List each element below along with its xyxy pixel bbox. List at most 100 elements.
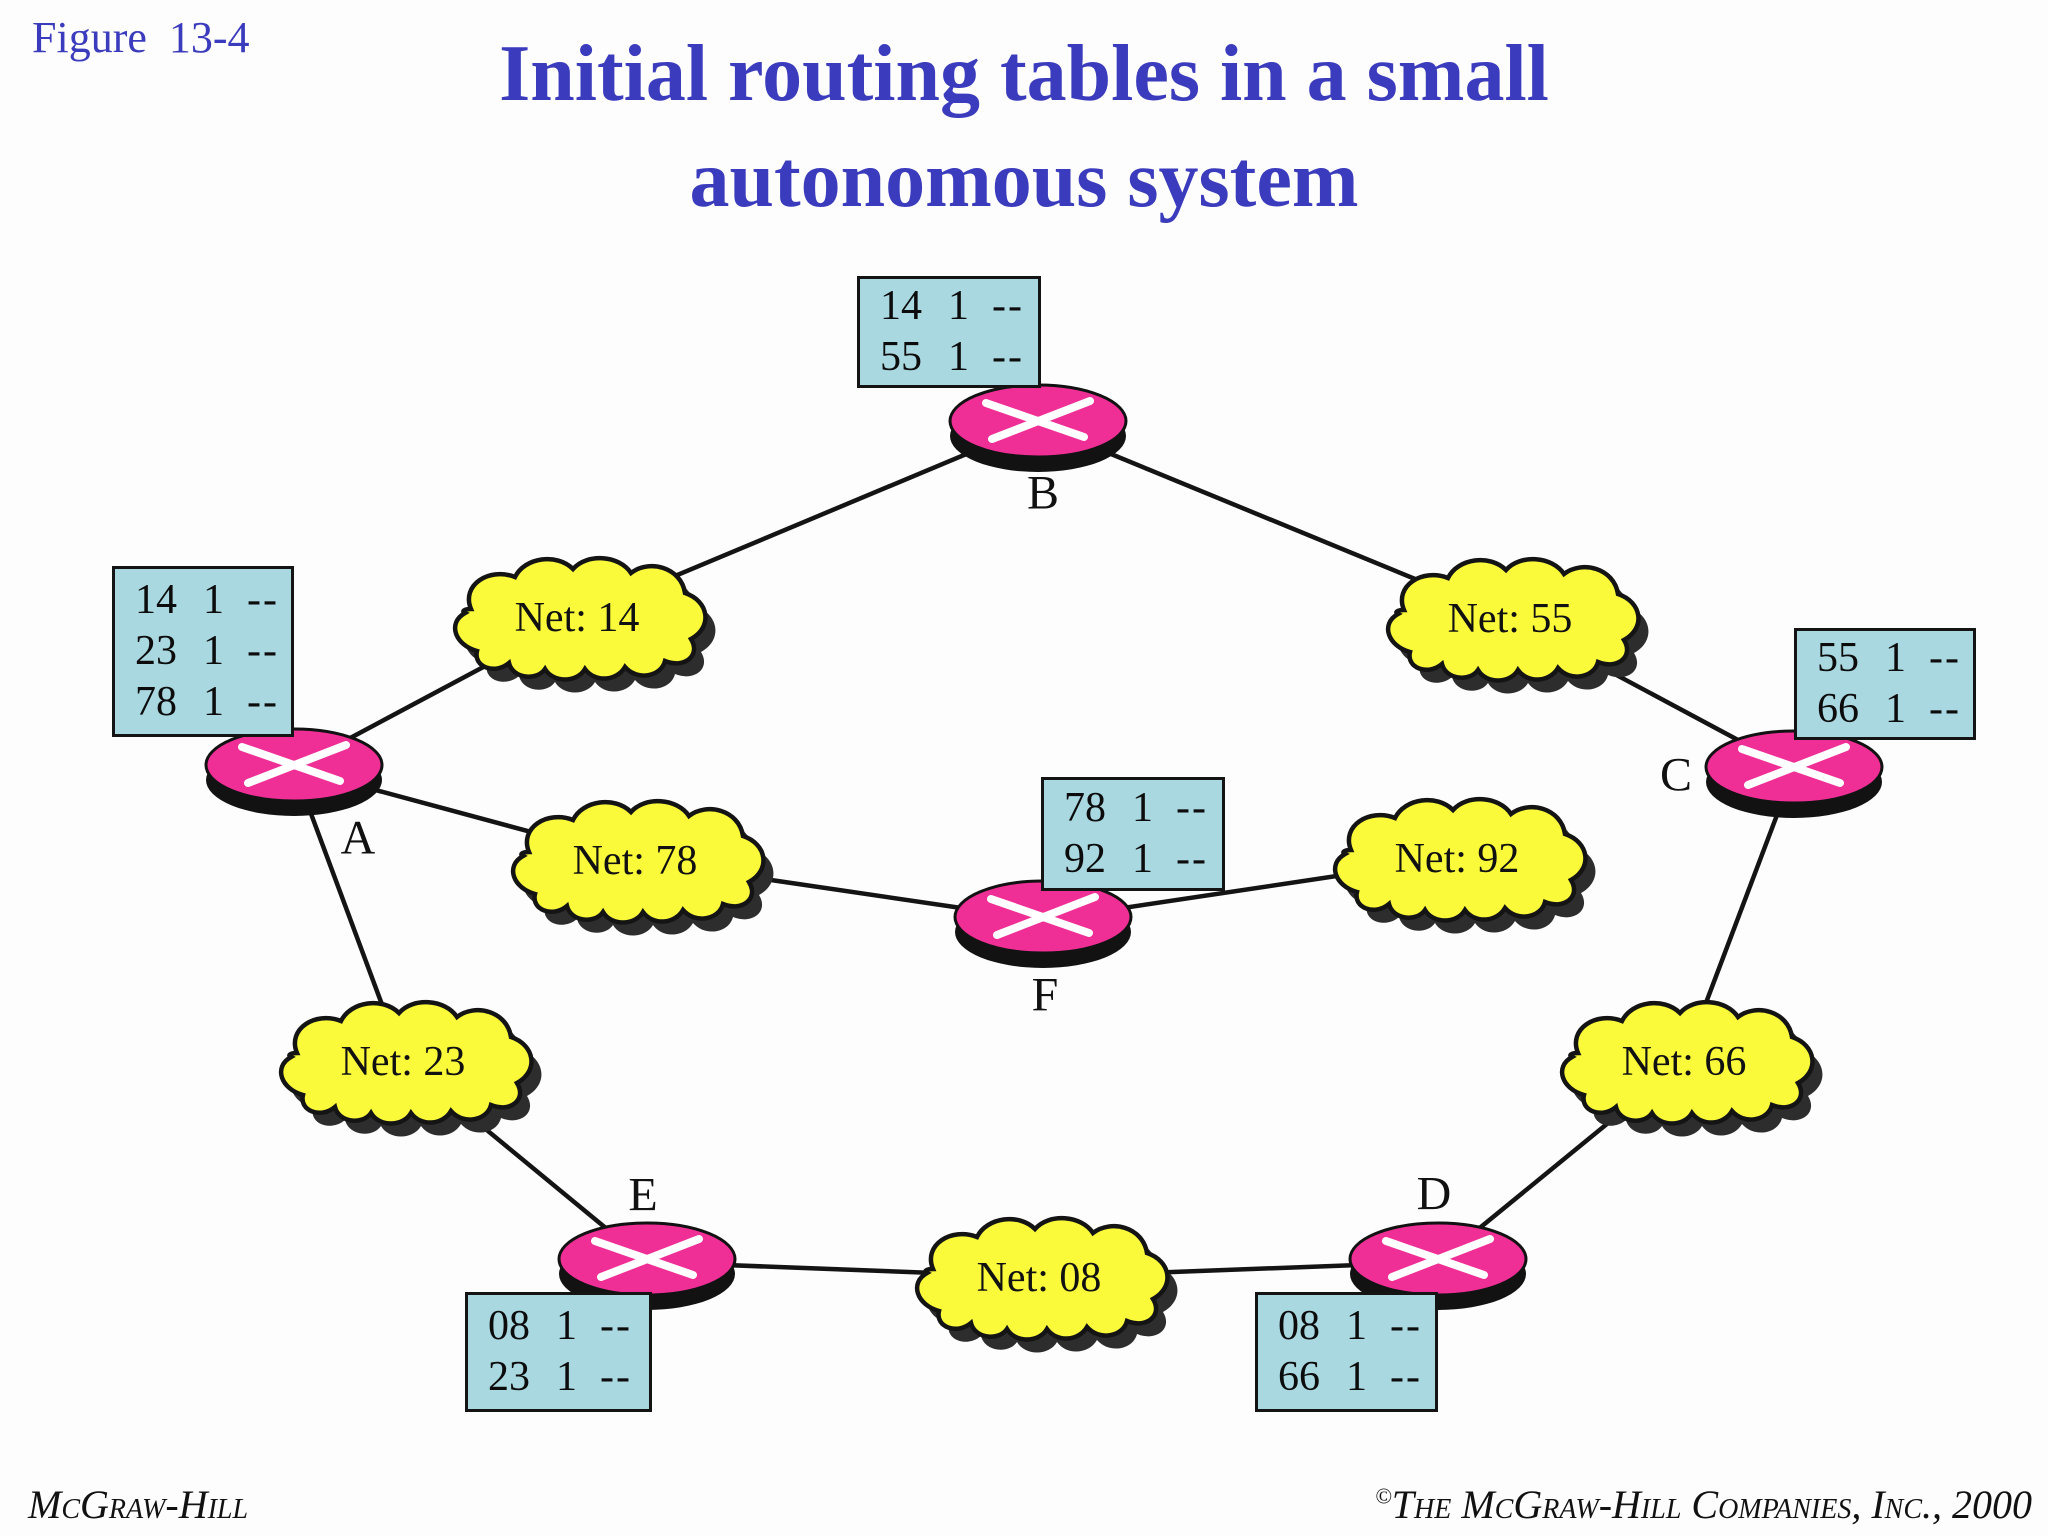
routing-table-row: 92 1 -- xyxy=(1064,834,1222,885)
hop-count: 1 xyxy=(1132,836,1153,882)
network-label-net23: Net: 23 xyxy=(341,1039,466,1085)
destination-network: 23 xyxy=(135,628,177,674)
routing-table-row: 55 1 -- xyxy=(1817,633,1973,684)
destination-network: 78 xyxy=(1064,785,1106,831)
hop-count: 1 xyxy=(1885,686,1906,732)
copyright-symbol: © xyxy=(1375,1483,1392,1509)
routing-table-row: 23 1 -- xyxy=(135,626,291,677)
destination-network: 66 xyxy=(1278,1354,1320,1400)
network-label-net55: Net: 55 xyxy=(1448,596,1573,642)
network-cloud-net92: Net: 92 xyxy=(1332,796,1596,934)
routing-table-A: 14 1 -- 23 1 -- 78 1 -- xyxy=(112,566,294,737)
routing-table-row: 78 1 -- xyxy=(1064,783,1222,834)
cloud-shape xyxy=(1332,796,1588,923)
network-cloud-net55: Net: 55 xyxy=(1385,556,1649,694)
destination-network: 55 xyxy=(1817,635,1859,681)
destination-network: 55 xyxy=(880,334,922,380)
routing-table-row: 66 1 -- xyxy=(1278,1352,1435,1403)
hop-count: 1 xyxy=(1346,1303,1367,1349)
hop-count: 1 xyxy=(1885,635,1906,681)
cloud-shape xyxy=(452,555,708,682)
router-x-icon xyxy=(993,893,1099,939)
hop-count: 1 xyxy=(1346,1354,1367,1400)
next-router: -- xyxy=(600,1303,632,1349)
router-A xyxy=(204,727,384,816)
next-router: -- xyxy=(992,334,1024,380)
router-label-F: F xyxy=(1031,968,1059,1022)
next-router: -- xyxy=(1929,635,1961,681)
destination-network: 23 xyxy=(488,1354,530,1400)
router-x-icon xyxy=(244,741,350,787)
next-router: -- xyxy=(247,628,279,674)
next-router: -- xyxy=(1390,1354,1422,1400)
next-router: -- xyxy=(1929,686,1961,732)
router-x-icon xyxy=(597,1235,703,1281)
router-x-icon xyxy=(1744,743,1850,789)
next-router: -- xyxy=(247,577,279,623)
router-label-D: D xyxy=(1416,1167,1452,1221)
hop-count: 1 xyxy=(556,1303,577,1349)
copyright-notice: ©The McGraw-Hill Companies, Inc., 2000 xyxy=(1375,1481,2032,1528)
network-label-net08: Net: 08 xyxy=(977,1255,1102,1301)
cloud-shape xyxy=(278,999,534,1126)
router-x-icon xyxy=(1388,1235,1494,1281)
router-F xyxy=(953,879,1133,968)
title-line-2: autonomous system xyxy=(689,135,1359,224)
router-x-icon xyxy=(988,397,1094,443)
destination-network: 92 xyxy=(1064,836,1106,882)
router-B xyxy=(948,383,1128,472)
network-cloud-net14: Net: 14 xyxy=(452,555,716,693)
cloud-shape xyxy=(914,1215,1170,1342)
router-label-B: B xyxy=(1026,466,1060,520)
destination-network: 08 xyxy=(488,1303,530,1349)
next-router: -- xyxy=(1176,836,1208,882)
destination-network: 14 xyxy=(135,577,177,623)
routing-table-row: 78 1 -- xyxy=(135,677,291,728)
routing-table-F: 78 1 -- 92 1 -- xyxy=(1041,777,1225,891)
network-label-net66: Net: 66 xyxy=(1622,1039,1747,1085)
cloud-shape xyxy=(1385,556,1641,683)
hop-count: 1 xyxy=(203,628,224,674)
copyright-text: The McGraw-Hill Companies, Inc., 2000 xyxy=(1391,1482,2032,1527)
network-cloud-net78: Net: 78 xyxy=(510,798,774,936)
hop-count: 1 xyxy=(1132,785,1153,831)
cloud-shape xyxy=(510,798,766,925)
routing-table-row: 08 1 -- xyxy=(488,1301,649,1352)
page-title: Initial routing tables in a small autono… xyxy=(0,22,2048,233)
next-router: -- xyxy=(600,1354,632,1400)
publisher-credit: McGraw-Hill xyxy=(28,1482,249,1527)
network-cloud-net08: Net: 08 xyxy=(914,1215,1178,1353)
router-label-C: C xyxy=(1659,748,1693,802)
router-label-A: A xyxy=(340,811,376,865)
routing-table-row: 14 1 -- xyxy=(135,575,291,626)
network-label-net78: Net: 78 xyxy=(573,838,698,884)
network-label-net92: Net: 92 xyxy=(1395,836,1520,882)
figure-label: Figure 13-4 xyxy=(32,13,250,62)
next-router: -- xyxy=(247,679,279,725)
router-label-E: E xyxy=(628,1168,658,1222)
next-router: -- xyxy=(1176,785,1208,831)
router-C xyxy=(1704,729,1884,818)
hop-count: 1 xyxy=(203,679,224,725)
destination-network: 78 xyxy=(135,679,177,725)
hop-count: 1 xyxy=(203,577,224,623)
title-line-1: Initial routing tables in a small xyxy=(499,30,1549,118)
network-cloud-net66: Net: 66 xyxy=(1559,999,1823,1137)
next-router: -- xyxy=(992,283,1024,329)
hop-count: 1 xyxy=(948,283,969,329)
cloud-shape xyxy=(1559,999,1815,1126)
network-label-net14: Net: 14 xyxy=(515,595,640,641)
next-router: -- xyxy=(1390,1303,1422,1349)
network-cloud-net23: Net: 23 xyxy=(278,999,542,1137)
